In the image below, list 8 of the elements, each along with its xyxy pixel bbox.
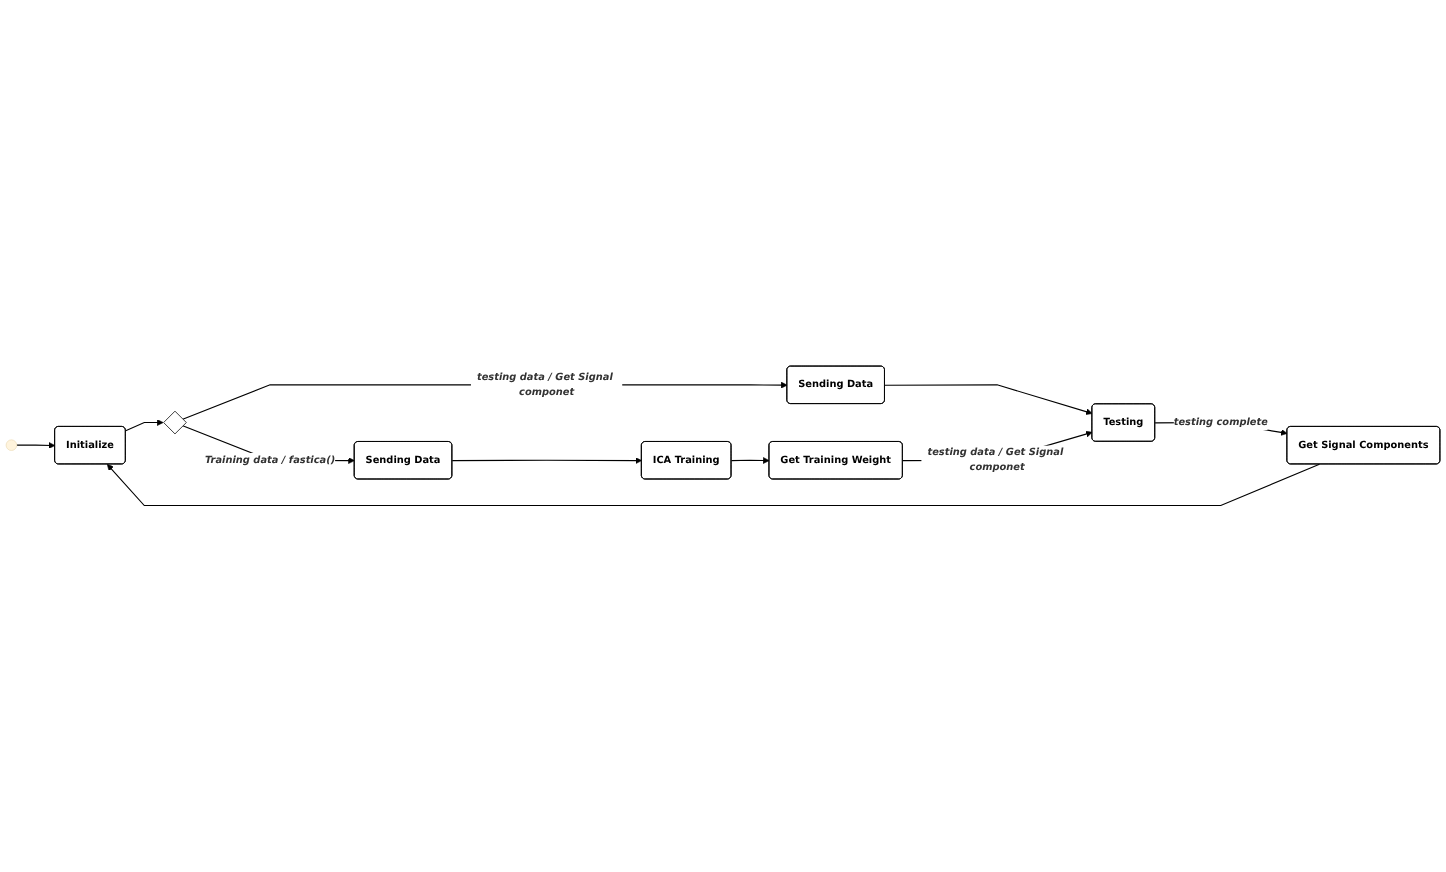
arrow — [884, 384, 1093, 416]
arrow — [16, 442, 56, 449]
arrow — [106, 463, 1320, 507]
arrow — [125, 419, 164, 432]
node-circle — [5, 439, 18, 452]
arrow — [730, 457, 770, 464]
arrow — [451, 457, 643, 465]
node-diamond — [163, 410, 187, 435]
